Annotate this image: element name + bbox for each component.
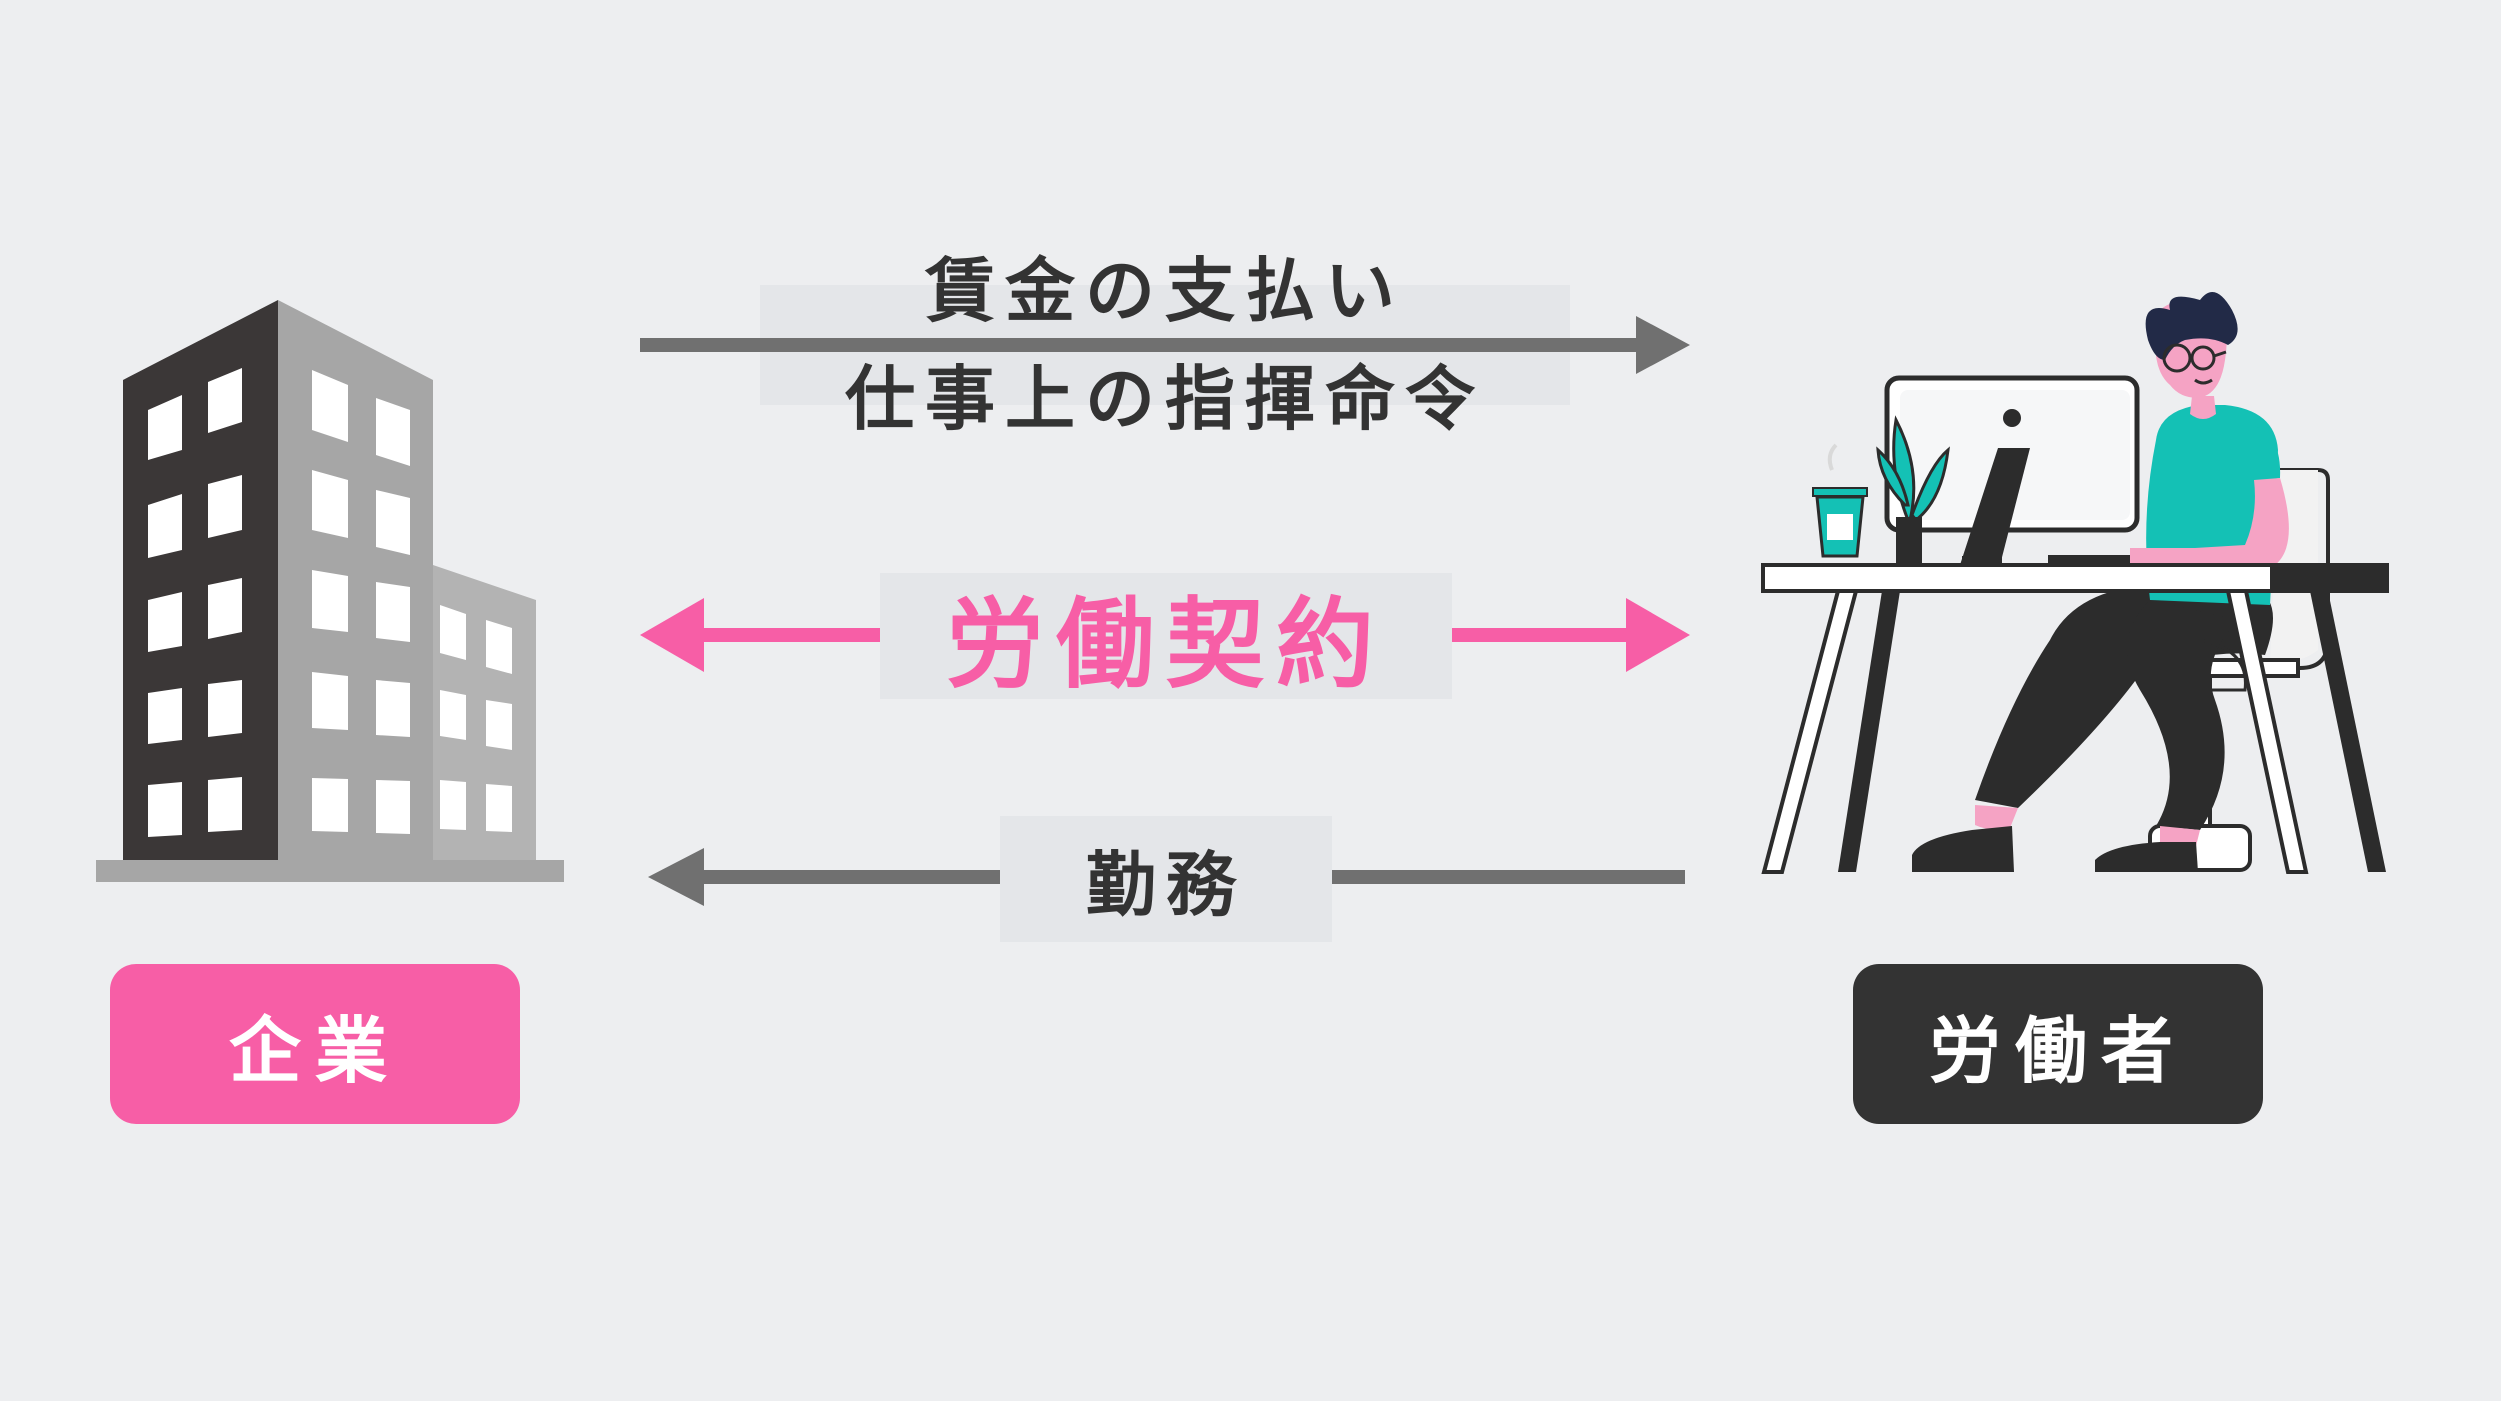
wage-and-instruction-label: 賃金の支払い 仕事上の指揮命令 <box>760 240 1570 450</box>
company-badge: 企業 <box>110 964 520 1124</box>
labor-contract-label: 労働契約 <box>880 573 1452 702</box>
person-at-desk-icon <box>1761 292 2389 874</box>
wage-payment-text: 賃金の支払い <box>925 250 1405 332</box>
work-service-label: 勤務 <box>1000 816 1332 942</box>
worker-badge: 労働者 <box>1853 964 2263 1124</box>
office-building-icon <box>96 300 564 882</box>
work-instruction-text: 仕事上の指揮命令 <box>845 358 1485 440</box>
